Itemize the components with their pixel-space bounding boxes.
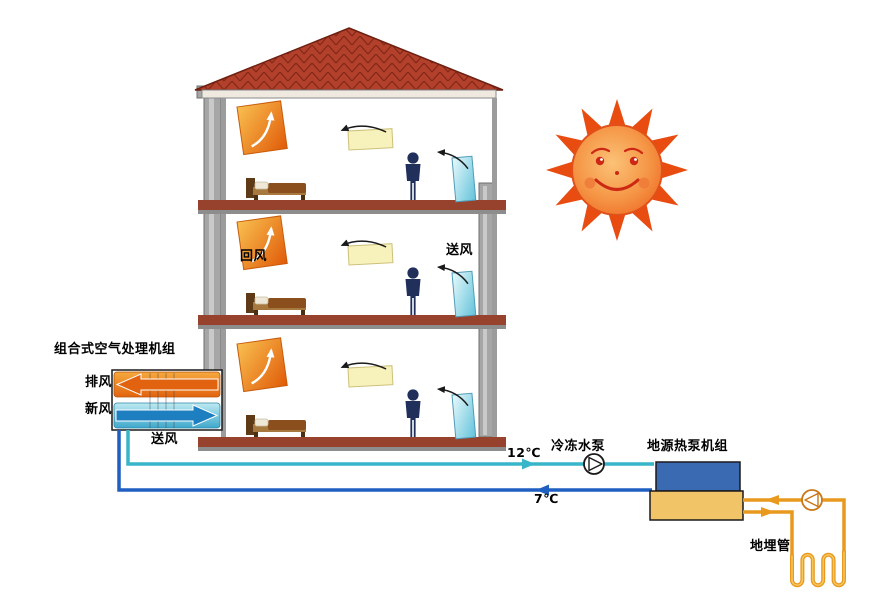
- building-wall-left: [221, 98, 226, 437]
- sun-face: [584, 147, 650, 191]
- air-handling-unit: [111, 369, 223, 431]
- roof: [194, 27, 504, 99]
- return-temp-label: 7℃: [534, 491, 559, 506]
- ground-loop-pump-icon: [801, 489, 823, 511]
- return-flow-arrow: [536, 484, 549, 496]
- ground-loop-pipe-lower: [743, 510, 794, 556]
- buried-pipe-coil: [790, 550, 846, 588]
- supply-temp-label: 12℃: [507, 445, 542, 460]
- buried-pipe-coil-highlight: [791, 551, 845, 586]
- supply-duct: [478, 182, 495, 438]
- floor-slab-2: [198, 315, 506, 329]
- building: [194, 27, 506, 451]
- heat-pump-condenser-box: [655, 461, 741, 492]
- sun-icon: [546, 99, 688, 241]
- exhaust-air-label: 排风: [85, 375, 113, 390]
- chilled-water-return-pipe: [117, 430, 652, 496]
- return-air-label: 回风: [240, 249, 268, 264]
- buried-pipe-label: 地埋管: [750, 539, 791, 554]
- supply-flow-arrow: [522, 458, 535, 470]
- building-wall-right: [492, 98, 497, 449]
- supply-air-mid-label: 送风: [446, 243, 474, 258]
- chilled-water-pump-label: 冷冻水泵: [551, 439, 606, 454]
- ground-loop: [743, 489, 846, 588]
- ground-loop-arrow-right: [761, 507, 775, 517]
- floor-slab-1: [198, 200, 506, 214]
- ahu-label: 组合式空气处理机组: [54, 342, 176, 357]
- chilled-water-pump-icon: [583, 453, 605, 475]
- ground-loop-arrow-left: [765, 495, 779, 505]
- fresh-air-arrow: [115, 404, 219, 427]
- exhaust-duct: [196, 85, 222, 373]
- heat-pump-unit: [649, 461, 744, 521]
- heat-pump-evaporator-box: [649, 490, 744, 521]
- supply-air-bottom-label: 送风: [151, 432, 179, 447]
- exhaust-arrow: [115, 373, 219, 396]
- fresh-air-label: 新风: [85, 402, 113, 417]
- ground-slab: [198, 437, 506, 451]
- chilled-water-supply-pipe: [126, 430, 654, 470]
- heat-pump-unit-label: 地源热泵机组: [647, 439, 729, 454]
